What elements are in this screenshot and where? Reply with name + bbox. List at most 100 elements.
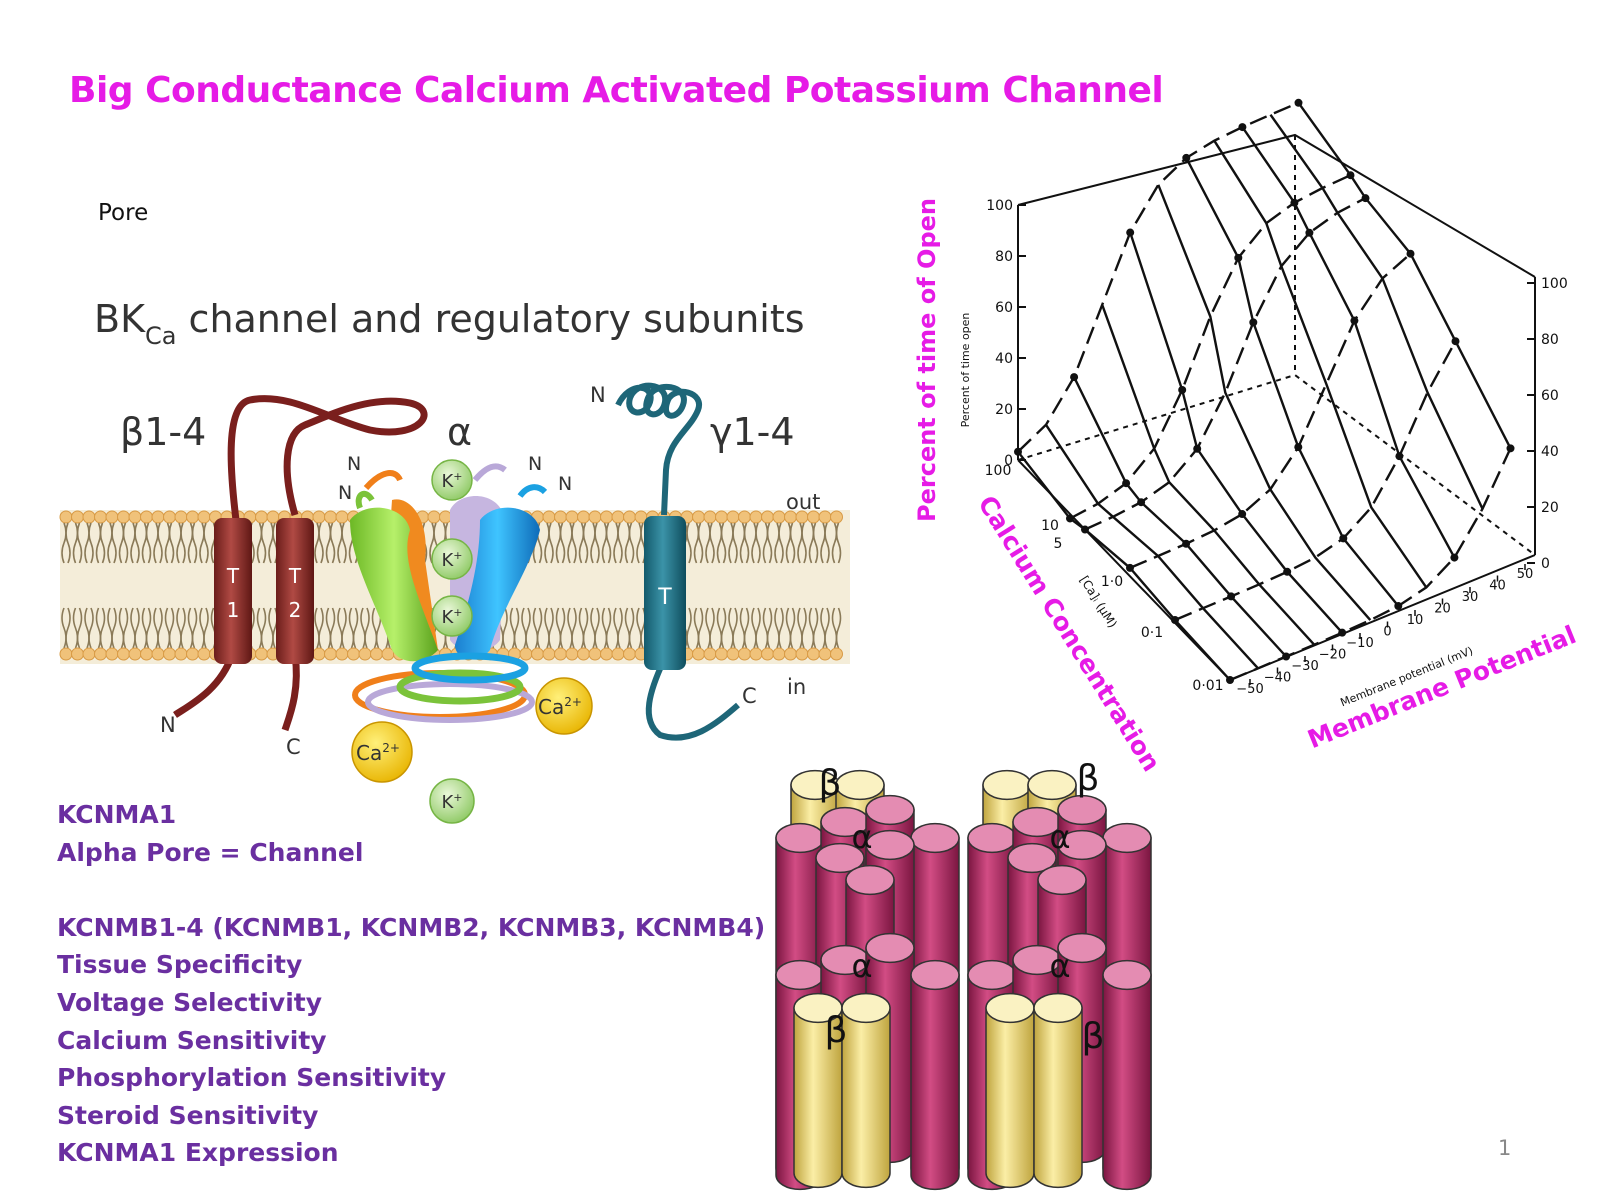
membrane-tick-label: −30 — [1291, 659, 1318, 674]
t1-number: 1 — [227, 598, 240, 622]
cylinder-label: α — [851, 947, 872, 985]
alpha-cylinder — [1102, 959, 1152, 1191]
notes-line: Alpha Pore = Channel — [57, 837, 364, 867]
out-label: out — [786, 490, 820, 514]
in-label: in — [787, 675, 806, 699]
calcium-axis-ticks: 100 10 5 1·0 0·1 0·01 — [985, 463, 1224, 694]
beta-n-terminus: N — [160, 713, 176, 737]
beta-c-terminus: C — [286, 735, 301, 759]
diagram-heading: BKCa channel and regulatory subunits — [94, 297, 805, 350]
membrane-tick-label: 30 — [1462, 590, 1479, 605]
svg-text:K+: K+ — [441, 549, 462, 571]
cylinder-label: β — [1077, 758, 1100, 799]
calcium-tick-label: 1·0 — [1101, 574, 1123, 590]
membrane-tick-label: −20 — [1319, 648, 1346, 663]
k-ion-2: K+ — [431, 538, 473, 580]
vertical-title: Percent of time of Open — [913, 198, 941, 522]
beta-cylinder — [1033, 992, 1083, 1189]
right-tick-label: 20 — [1541, 500, 1559, 516]
gamma-label: γ1-4 — [710, 410, 795, 454]
calcium-tick-label: 0·1 — [1141, 625, 1163, 641]
svg-text:N: N — [338, 482, 352, 504]
right-tick-label: 100 — [1541, 276, 1568, 292]
left-tick-label: 60 — [995, 300, 1013, 316]
t2-number: 2 — [289, 598, 302, 622]
gamma-subunit: T N γ1-4 C out in — [590, 382, 820, 741]
cylinder-label: β — [1082, 1016, 1105, 1057]
calcium-tick-label: 100 — [985, 463, 1012, 479]
notes-line: Calcium Sensitivity — [57, 1025, 327, 1055]
alpha-label: α — [447, 410, 472, 454]
svg-text:N: N — [347, 453, 361, 475]
calcium-title: Calcium Concentration — [972, 490, 1166, 776]
membrane-tick-label: −10 — [1346, 636, 1373, 651]
t1-label: T — [226, 564, 240, 588]
svg-text:K+: K+ — [441, 470, 462, 492]
slide-title: Big Conductance Calcium Activated Potass… — [69, 70, 1164, 111]
beta-t1-helix — [214, 518, 252, 664]
ca-ion-2: Ca2+ — [351, 721, 413, 783]
membrane-title: Membrane Potential — [1304, 620, 1581, 754]
calcium-tick-label: 10 — [1041, 518, 1059, 534]
gamma-n-terminus: N — [590, 383, 606, 407]
cylinder-label: β — [819, 763, 842, 804]
notes-line: KCNMA1 — [57, 800, 177, 829]
svg-text:Ca2+: Ca2+ — [356, 741, 400, 765]
left-tick-label: 0 — [1004, 453, 1013, 469]
membrane-tick-label: 50 — [1517, 567, 1534, 582]
left-tick-label: 40 — [995, 351, 1013, 367]
ca-ion-1: Ca2+ — [535, 677, 593, 735]
calcium-tick-label: 5 — [1054, 536, 1063, 552]
beta-cylinder — [985, 992, 1035, 1189]
cylinder-label: α — [1049, 818, 1070, 856]
svg-text:Ca2+: Ca2+ — [538, 695, 582, 719]
alpha-cylinder — [910, 959, 960, 1191]
gamma-t-label: T — [657, 585, 672, 610]
alpha-subunit: α N N N N — [338, 410, 572, 723]
notes-line: Steroid Sensitivity — [57, 1100, 319, 1130]
left-tick-label: 20 — [995, 402, 1013, 418]
right-tick-label: 40 — [1541, 444, 1559, 460]
potassium-ions: K+ K+ K+ K+ — [429, 459, 475, 824]
beta-subunit: T 1 T 2 β1-4 N C — [120, 395, 428, 759]
membrane-tick-label: 10 — [1407, 613, 1424, 628]
right-tick-label: 60 — [1541, 388, 1559, 404]
bk-channel-diagram: BKCa channel and regulatory subunits T 1… — [59, 297, 850, 824]
k-ion-1: K+ — [431, 459, 473, 501]
beta-label: β1-4 — [120, 410, 206, 454]
left-tick-label: 100 — [986, 198, 1013, 214]
svg-text:K+: K+ — [441, 791, 462, 813]
svg-text:N: N — [558, 473, 572, 495]
membrane-tick-label: 40 — [1489, 579, 1506, 594]
notes-line: KCNMA1 Expression — [57, 1138, 339, 1168]
notes-line: Phosphorylation Sensitivity — [57, 1063, 447, 1093]
right-tick-label: 80 — [1541, 332, 1559, 348]
notes-line: Tissue Specificity — [57, 950, 303, 980]
gamma-t-helix — [644, 516, 686, 670]
notes-list: KCNMA1 Alpha Pore = Channel KCNMB1-4 (KC… — [57, 796, 765, 1172]
notes-line — [57, 871, 765, 909]
k-ion-4: K+ — [429, 778, 475, 824]
membrane-tick-label: −50 — [1236, 682, 1263, 697]
beta-cylinder — [841, 992, 891, 1189]
k-ion-3: K+ — [431, 595, 473, 637]
membrane-tick-label: 20 — [1434, 602, 1451, 617]
svg-text:N: N — [528, 453, 542, 475]
vertical-axis-label: Percent of time open — [959, 313, 972, 428]
gamma-c-terminus: C — [742, 684, 757, 708]
notes-line: Voltage Selectivity — [57, 987, 323, 1017]
beta-t2-helix — [276, 518, 314, 664]
cylinder-label: α — [1049, 947, 1070, 985]
membrane-tick-label: −40 — [1264, 671, 1291, 686]
notes-line: KCNMB1-4 (KCNMB1, KCNMB2, KCNMB3, KCNMB4… — [57, 912, 766, 942]
page-number: 1 — [1498, 1136, 1512, 1160]
cylinder-label: α — [851, 818, 872, 856]
pore-label: Pore — [98, 200, 149, 226]
calcium-tick-label: 0·01 — [1192, 678, 1223, 694]
left-tick-label: 80 — [995, 249, 1013, 265]
left-axis-ticks: 100 80 60 40 20 0 — [986, 198, 1026, 469]
